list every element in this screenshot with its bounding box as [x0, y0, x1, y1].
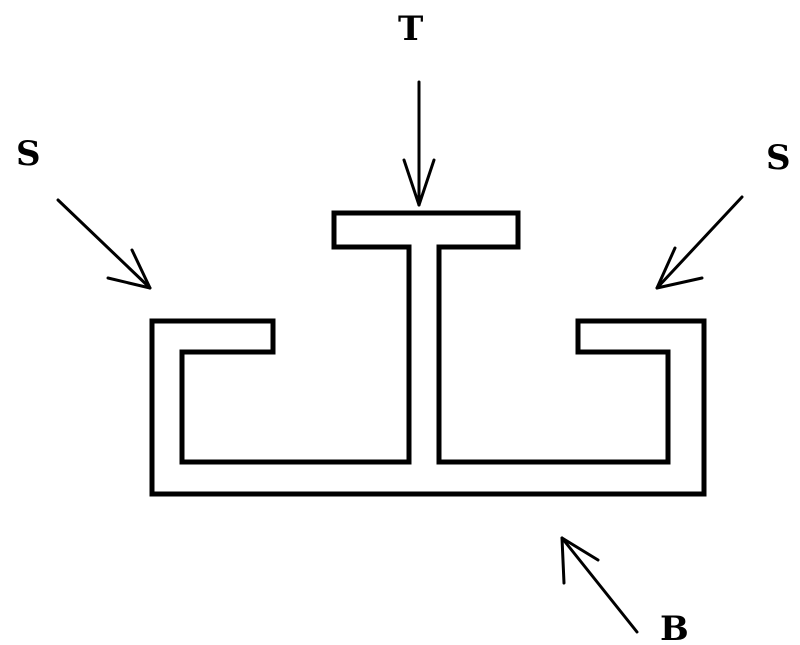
- channel-profile-outline: [149, 210, 707, 497]
- label-side-right: S: [766, 138, 791, 178]
- label-side-left: S: [16, 134, 41, 174]
- arrow-bottom: [560, 536, 639, 634]
- arrow-side-left: [56, 198, 152, 290]
- label-bottom: B: [660, 609, 689, 645]
- arrow-side-right: [655, 195, 744, 290]
- label-top: T: [398, 9, 423, 49]
- arrow-top: [402, 80, 436, 207]
